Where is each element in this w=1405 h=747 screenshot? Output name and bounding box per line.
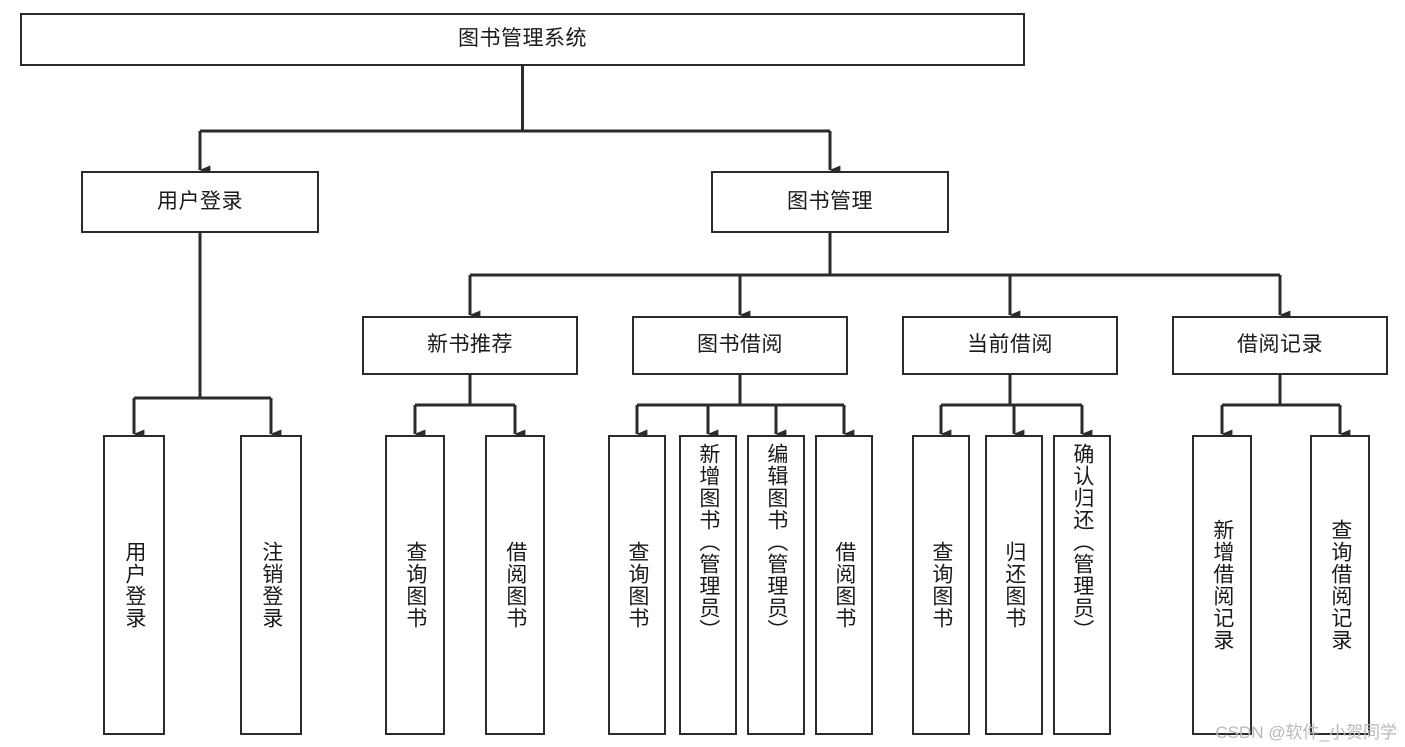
- node-leaf-logout-login[interactable]: 注销登录: [240, 435, 302, 735]
- node-label: 注销登录: [259, 541, 283, 629]
- node-leaf-add-book-admin[interactable]: 新增图书（管理员）: [679, 435, 737, 735]
- node-user-login[interactable]: 用户登录: [81, 171, 319, 233]
- node-current-borrow[interactable]: 当前借阅: [902, 316, 1118, 375]
- node-leaf-add-borrow-record[interactable]: 新增借阅记录: [1192, 435, 1252, 735]
- node-root-book-management-system[interactable]: 图书管理系统: [20, 13, 1025, 66]
- node-leaf-return-book[interactable]: 归还图书: [985, 435, 1043, 735]
- node-leaf-query-book-2[interactable]: 查询图书: [608, 435, 666, 735]
- node-label: 图书借阅: [697, 333, 783, 357]
- node-label: 借阅图书: [832, 541, 856, 629]
- node-label: 编辑图书（管理员）: [764, 443, 788, 641]
- node-leaf-user-login[interactable]: 用户登录: [103, 435, 165, 735]
- node-label: 新增借阅记录: [1210, 519, 1234, 651]
- node-leaf-query-book-3[interactable]: 查询图书: [912, 435, 970, 735]
- node-leaf-query-book-1[interactable]: 查询图书: [385, 435, 445, 735]
- node-label: 查询图书: [625, 541, 649, 629]
- node-borrow-record[interactable]: 借阅记录: [1172, 316, 1388, 375]
- node-label: 图书管理系统: [458, 27, 587, 51]
- node-label: 用户登录: [157, 189, 243, 213]
- node-label: 新书推荐: [427, 333, 513, 357]
- node-label: 查询图书: [403, 541, 427, 629]
- node-leaf-confirm-return-admin[interactable]: 确认归还（管理员）: [1053, 435, 1111, 735]
- node-new-book-recommend[interactable]: 新书推荐: [362, 316, 578, 375]
- node-label: 归还图书: [1002, 541, 1026, 629]
- node-label: 当前借阅: [967, 333, 1053, 357]
- node-leaf-query-borrow-record[interactable]: 查询借阅记录: [1310, 435, 1370, 735]
- node-book-management[interactable]: 图书管理: [711, 171, 949, 233]
- node-leaf-edit-book-admin[interactable]: 编辑图书（管理员）: [747, 435, 805, 735]
- node-leaf-borrow-book-1[interactable]: 借阅图书: [485, 435, 545, 735]
- node-book-borrow[interactable]: 图书借阅: [632, 316, 848, 375]
- node-label: 图书管理: [787, 189, 873, 213]
- node-label: 借阅图书: [503, 541, 527, 629]
- node-label: 查询借阅记录: [1328, 519, 1352, 651]
- node-label: 用户登录: [122, 541, 146, 629]
- node-label: 查询图书: [929, 541, 953, 629]
- node-label: 新增图书（管理员）: [696, 443, 720, 641]
- node-label: 确认归还（管理员）: [1070, 443, 1094, 641]
- node-label: 借阅记录: [1237, 333, 1323, 357]
- watermark-text: CSDN @软件_小贺同学: [1215, 723, 1397, 742]
- node-leaf-borrow-book-2[interactable]: 借阅图书: [815, 435, 873, 735]
